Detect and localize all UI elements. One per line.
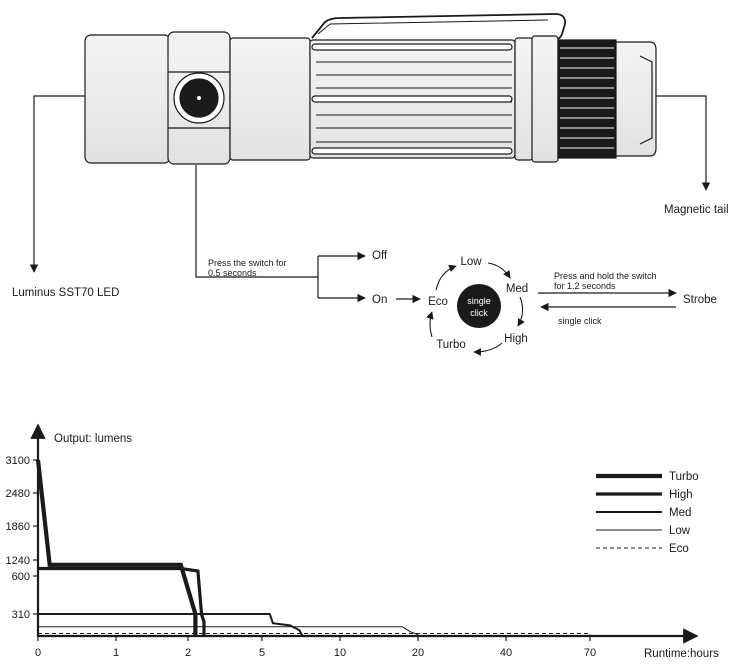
x-tick-label: 10 — [334, 647, 346, 659]
y-tick-label: 600 — [12, 571, 30, 583]
flashlight-illustration — [84, 13, 657, 165]
series-med-line — [38, 613, 304, 637]
y-axis-label: Output: lumens — [54, 433, 132, 445]
legend-label-med: Med — [669, 507, 691, 519]
x-tick-label: 1 — [113, 647, 119, 659]
legend-label-turbo: Turbo — [669, 471, 699, 483]
mode-low: Low — [460, 256, 482, 268]
y-tick-label: 1240 — [6, 555, 30, 567]
press-note-line1: Press the switch for — [208, 258, 287, 268]
y-tick-label: 3100 — [6, 455, 30, 467]
off-label: Off — [372, 250, 388, 262]
tail-cap — [615, 41, 657, 157]
y-ticks: 310 600 1240 1860 2480 3100 — [6, 455, 38, 621]
x-ticks: 0 1 2 5 10 20 40 70 — [35, 636, 596, 659]
x-tick-label: 40 — [500, 647, 512, 659]
pocket-clip — [311, 13, 566, 41]
series-high-line — [38, 566, 206, 636]
hold-note-line1: Press and hold the switch — [554, 271, 657, 281]
strobe-label: Strobe — [683, 294, 717, 306]
press-note-line2: 0.5 seconds — [208, 268, 257, 278]
mode-eco: Eco — [428, 296, 448, 308]
return-note: single click — [558, 316, 602, 326]
x-tick-label: 70 — [584, 647, 596, 659]
x-tick-label: 5 — [259, 647, 265, 659]
mode-turbo: Turbo — [436, 339, 466, 351]
legend-label-high: High — [669, 489, 693, 501]
y-tick-label: 310 — [12, 609, 30, 621]
x-tick-label: 0 — [35, 647, 41, 659]
series-turbo-line — [35, 459, 198, 636]
legend-label-eco: Eco — [669, 543, 689, 555]
runtime-chart: Output: lumens Runtime:hours 31060012401… — [6, 423, 719, 660]
x-axis-label: Runtime:hours — [644, 648, 719, 660]
mode-high: High — [504, 333, 528, 345]
legend-label-low: Low — [669, 525, 691, 537]
x-tick-label: 20 — [412, 647, 424, 659]
series-eco-line — [38, 633, 591, 636]
led-callout: Luminus SST70 LED — [12, 287, 119, 299]
single-click-button — [457, 284, 501, 328]
hold-note-line2: for 1.2 seconds — [554, 281, 616, 291]
flashlight-head — [84, 34, 171, 164]
on-label: On — [372, 294, 387, 306]
x-tick-label: 2 — [185, 647, 191, 659]
mode-med: Med — [506, 283, 528, 295]
center-line2: click — [470, 308, 488, 318]
y-tick-label: 2480 — [6, 488, 30, 500]
center-line1: single — [467, 296, 491, 306]
series-lines — [35, 459, 591, 637]
ui-flow: Press the switch for 0.5 seconds Off On … — [195, 165, 717, 356]
y-tick-label: 1860 — [6, 521, 30, 533]
series-low-line — [38, 626, 419, 636]
tail-callout: Magnetic tail — [664, 204, 729, 216]
